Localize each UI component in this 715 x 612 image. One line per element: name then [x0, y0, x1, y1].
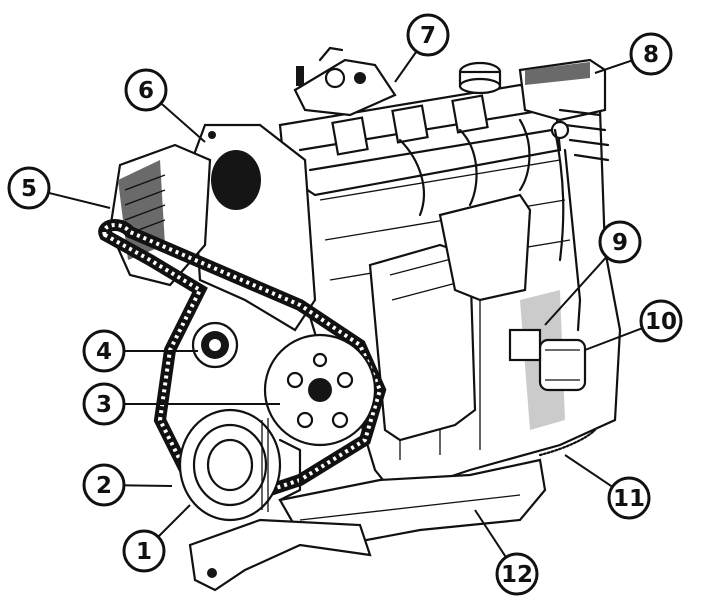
callout-number: 6 — [138, 78, 154, 104]
callout-number: 1 — [136, 539, 152, 565]
callout-number: 10 — [645, 309, 677, 335]
oil-filler-cap — [458, 61, 502, 95]
timing-cover — [190, 123, 317, 332]
callout-leader-line — [564, 454, 613, 488]
callout-number: 11 — [613, 486, 645, 512]
callout-leader-line — [123, 484, 173, 487]
callout-number: 12 — [501, 562, 533, 588]
engine-mount — [188, 518, 372, 592]
callout-circle — [82, 382, 126, 426]
callout-circle — [122, 529, 166, 573]
drive-belt — [98, 219, 387, 507]
callout-leader-line — [544, 256, 608, 326]
intake-cover — [368, 193, 532, 442]
callout-7: 7 — [394, 13, 450, 83]
callout-number: 8 — [643, 42, 659, 68]
callout-leader-line — [48, 191, 111, 209]
crankshaft-pulley — [178, 408, 302, 522]
callout-leader-line — [394, 50, 418, 83]
callout-circle — [124, 68, 168, 112]
callout-leader-line — [584, 327, 643, 351]
callout-8: 8 — [594, 32, 673, 76]
callout-12: 12 — [474, 509, 539, 596]
callout-11: 11 — [564, 454, 651, 520]
callout-circle — [7, 166, 51, 210]
callout-leader-line — [160, 102, 206, 143]
callout-number: 9 — [612, 230, 628, 256]
callout-number: 5 — [21, 176, 37, 202]
callout-3: 3 — [82, 382, 280, 426]
callout-circle — [639, 299, 683, 343]
callout-circle — [82, 329, 126, 373]
distributor — [518, 58, 610, 162]
callout-circle — [607, 476, 651, 520]
callout-6: 6 — [124, 68, 206, 143]
callout-9: 9 — [544, 220, 642, 326]
callout-circle — [406, 13, 450, 57]
callout-circle — [82, 463, 126, 507]
callout-leader-line — [474, 509, 507, 558]
callout-number: 3 — [96, 392, 112, 418]
flywheel — [538, 428, 597, 457]
oil-filter — [508, 328, 587, 392]
callout-10: 10 — [584, 299, 683, 351]
callout-number: 7 — [420, 23, 436, 49]
callout-number: 2 — [96, 473, 112, 499]
cylinder-head — [278, 83, 562, 197]
carburettor — [293, 46, 397, 117]
water-pump-pulley — [263, 333, 377, 447]
callout-leader-line — [157, 504, 191, 538]
callout-number: 4 — [96, 339, 112, 365]
idler-pulley — [191, 321, 239, 369]
fuel-lines — [398, 118, 565, 262]
callout-circle — [598, 220, 642, 264]
callout-1: 1 — [122, 504, 191, 573]
callout-leader-line — [594, 59, 633, 74]
callout-circle — [495, 552, 539, 596]
dipstick-tube — [563, 148, 582, 332]
callout-4: 4 — [82, 329, 198, 373]
callout-2: 2 — [82, 463, 173, 507]
callout-5: 5 — [7, 166, 111, 210]
callout-circle — [629, 32, 673, 76]
